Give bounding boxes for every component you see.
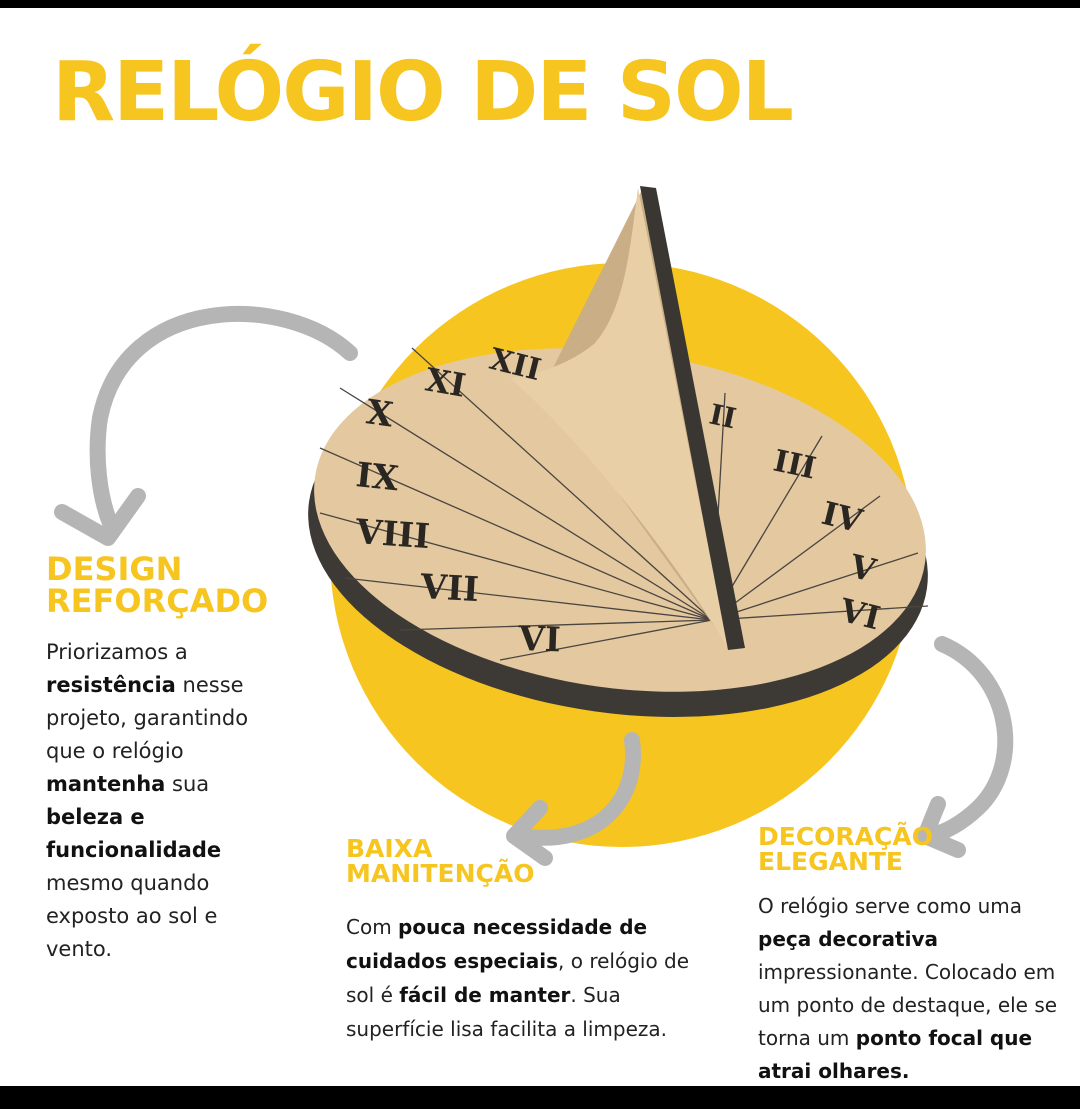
design-heading: DESIGN REFORÇADO: [46, 553, 268, 617]
bold-phrase: peça decorativa: [758, 927, 938, 951]
baixa-body: Com pouca necessidade de cuidados especi…: [346, 910, 691, 1046]
numeral-viii: VIII: [353, 512, 431, 557]
text-phrase: Priorizamos a: [46, 640, 188, 664]
numeral-vii: VII: [419, 567, 480, 610]
hour-lines: [319, 347, 929, 661]
bold-phrase: pouca necessidade de cuidados especiais: [346, 915, 648, 973]
infographic-canvas: RELÓGIO DE SOL: [0, 8, 1080, 1086]
design-heading-line2: REFORÇADO: [46, 582, 269, 620]
text-phrase: sua: [165, 772, 210, 796]
sundial-illustration: XII XI X IX VIII VII VI II III IV V VI: [54, 186, 1014, 866]
design-heading-line1: DESIGN: [46, 550, 183, 588]
bold-phrase: fácil de manter: [399, 983, 571, 1007]
design-body: Priorizamos a resistência nesse projeto,…: [46, 636, 286, 966]
arrow-bottom-icon: [512, 732, 641, 846]
text-phrase: impressionante. Colocado em um ponto de …: [758, 960, 1058, 1050]
arrow-left-icon: [89, 305, 358, 531]
baixa-heading-line2: MANITENÇÃO: [346, 859, 535, 888]
bold-phrase: mantenha: [46, 772, 166, 796]
text-phrase: mesmo quando exposto ao sol e vento.: [46, 871, 218, 961]
page-title: RELÓGIO DE SOL: [52, 45, 794, 140]
sundial-face: [314, 348, 926, 692]
numeral-iii: III: [770, 444, 818, 487]
bold-phrase: beleza e funcionalidade: [46, 805, 222, 862]
numeral-ix: IX: [354, 455, 401, 499]
numeral-x: X: [364, 392, 396, 435]
decoracao-body: O relógio serve como uma peça decorativa…: [758, 890, 1073, 1086]
baixa-heading-line1: BAIXA: [346, 834, 433, 863]
curved-arrows: [54, 305, 1014, 866]
decoracao-heading: DECORAÇÃO ELEGANTE: [758, 824, 933, 874]
text-phrase: , o relógio de sol é: [346, 949, 690, 1007]
gnomon-edge: [640, 186, 745, 650]
text-phrase: . Sua superfície lisa facilita a limpeza…: [346, 983, 668, 1041]
decoracao-heading-line2: ELEGANTE: [758, 847, 904, 876]
gnomon-face: [510, 188, 728, 648]
baixa-heading: BAIXA MANITENÇÃO: [346, 836, 534, 886]
arrow-bottom-head-icon: [506, 800, 553, 866]
text-phrase: nesse projeto, garantindo que o relógio: [46, 673, 249, 763]
bold-phrase: resistência: [46, 673, 176, 697]
numeral-vi-left: VI: [517, 619, 562, 660]
decoracao-heading-line1: DECORAÇÃO: [758, 822, 933, 851]
bold-phrase: ponto focal que atrai olhares.: [758, 1026, 1033, 1083]
numeral-xi: XI: [423, 360, 469, 404]
arrow-right-head-icon: [917, 796, 966, 858]
text-phrase: Com: [346, 915, 399, 939]
arrow-left-head-icon: [54, 488, 146, 546]
arrow-right-icon: [920, 636, 1014, 844]
numerals-left: XII XI X IX VIII VII VI: [353, 342, 561, 661]
text-phrase: O relógio serve como uma: [758, 894, 1022, 918]
